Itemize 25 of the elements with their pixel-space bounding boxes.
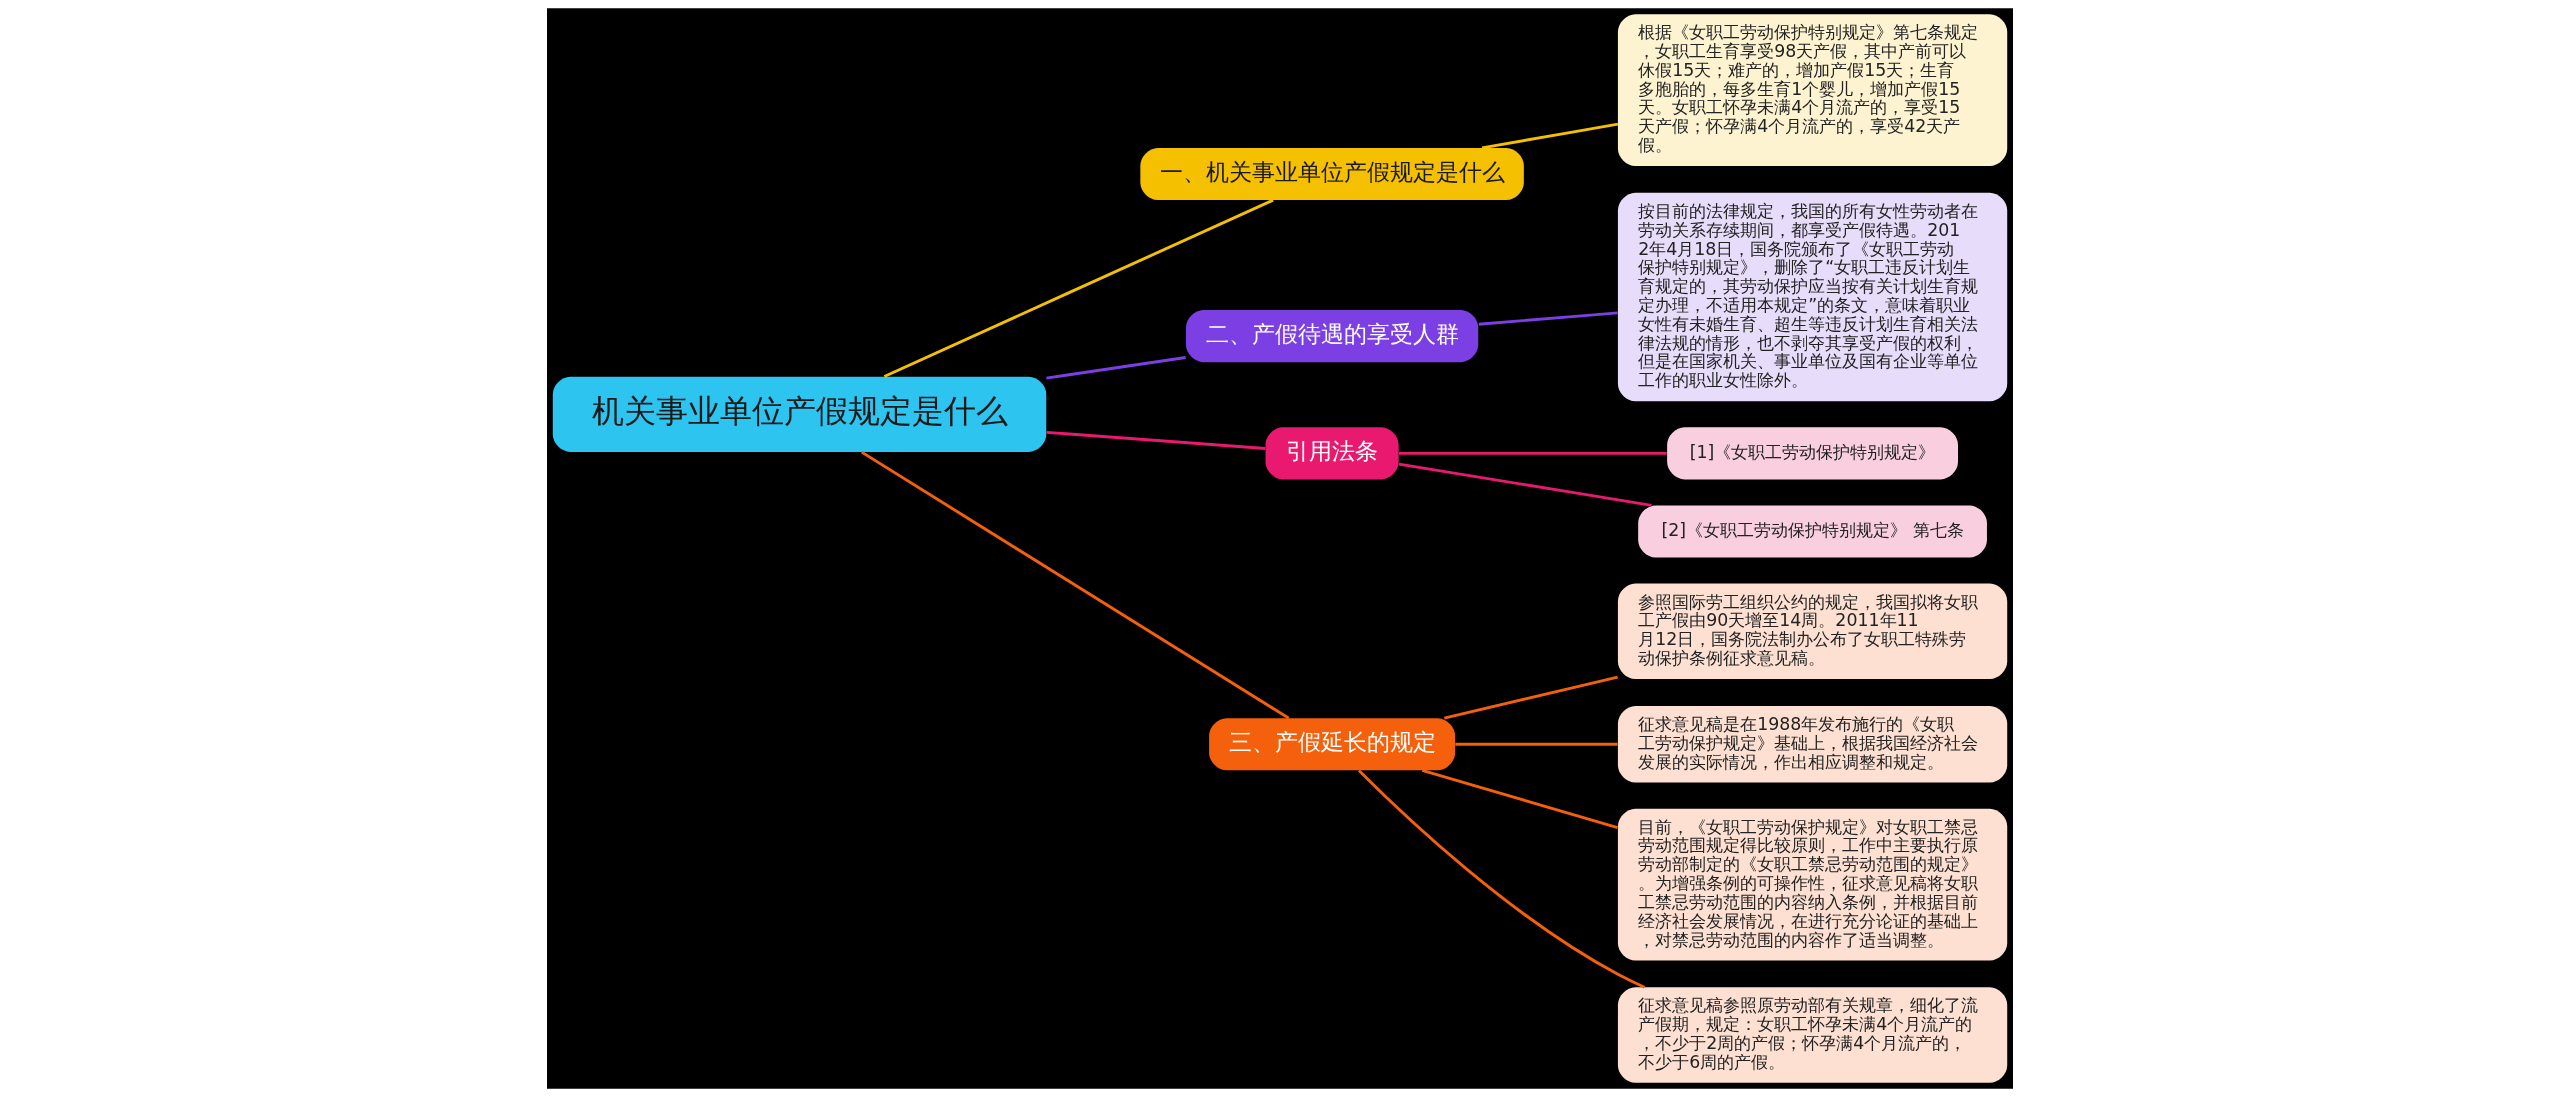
node-box: 三、产假延长的规定 xyxy=(1209,718,1456,771)
connector xyxy=(1478,311,1618,326)
connector xyxy=(1357,769,1646,989)
connector xyxy=(1455,742,1618,746)
connector xyxy=(1421,768,1618,830)
connector xyxy=(883,198,1274,378)
node-box: 一、机关事业单位产假规定是什么 xyxy=(1140,148,1524,201)
node-box: 二、产假待遇的享受人群 xyxy=(1185,310,1479,363)
node-box: 按目前的法律规定，我国的所有女性劳动者在劳动关系存续期间，都享受产假待遇。2012年4月18日，国务院颁布了《女职工劳动保护特别规定》，删除了“女职工违反计划生育规定的，其劳动保护应当按有关计划生育规定办理，不适用本规定”的条文，意味着职业女性有未婚生育、超生等违反计划生育相关法律法规的情形，也不剥夺其享受产假的权利，但是在国家机关、事业单位及国有企业等单位工作的职业女性除外。 xyxy=(1617,192,2008,402)
connector xyxy=(860,450,1290,720)
node-box: 征求意见稿参照原劳动部有关规章，细化了流产假期，规定：女职工怀孕未满4个月流产的，不少于2周的产假；怀孕满4个月流产的，不少于6周的产假。 xyxy=(1617,987,2008,1083)
node-box: [2]《女职工劳动保护特别规定》 第七条 xyxy=(1638,505,1987,558)
connector xyxy=(1398,462,1652,507)
node-box: 根据《女职工劳动保护特别规定》第七条规定，女职工生育享受98天产假，其中产前可以休假15天；难产的，增加产假15天；生育多胞胎的，每多生育1个婴儿，增加产假15天。女职工怀孕未满4个月流产的，享受15天产假；怀孕满4个月流产的，享受42天产假。 xyxy=(1617,14,2008,167)
connector xyxy=(1398,451,1667,455)
connector xyxy=(1443,675,1618,720)
node-box: 目前，《女职工劳动保护规定》对女职工禁忌劳动范围规定得比较原则，工作中主要执行原劳动部制定的《女职工禁忌劳动范围的规定》。为增强条例的可操作性，征求意见稿将女职工禁忌劳动范围的内容纳入条例，并根据目前经济社会发展情况，在进行充分论证的基础上，对禁忌劳动范围的内容作了适当调整。 xyxy=(1617,808,2008,961)
node-box: [1]《女职工劳动保护特别规定》 xyxy=(1667,427,1958,480)
node-box: 征求意见稿是在1988年发布施行的《女职工劳动保护规定》基础上，根据我国经济社会发展的实际情况，作出相应调整和规定。 xyxy=(1617,705,2008,783)
node-box: 引用法条 xyxy=(1265,427,1399,480)
node-box: 参照国际劳工组织公约的规定，我国拟将女职工产假由90天增至14周。2011年11月12日，国务院法制办公布了女职工特殊劳动保护条例征求意见稿。 xyxy=(1617,583,2008,680)
node-box: 机关事业单位产假规定是什么 xyxy=(552,376,1047,452)
connector xyxy=(1046,356,1186,380)
connector xyxy=(1046,430,1266,450)
connector xyxy=(1481,122,1619,150)
